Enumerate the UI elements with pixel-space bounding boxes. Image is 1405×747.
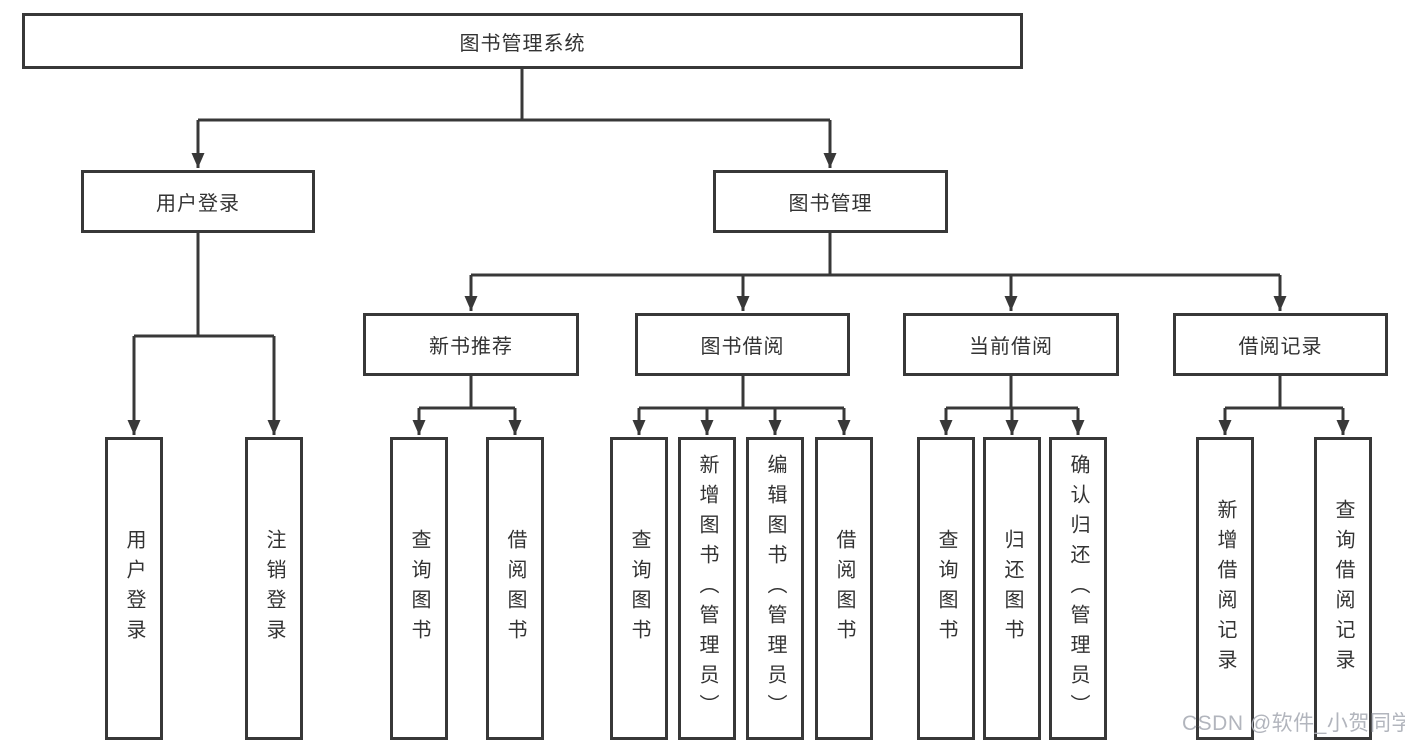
leaf-edit-books-admin: 编辑图书（管理员） [746, 437, 804, 740]
leaf-query-books-1-label: 查询图书 [408, 528, 430, 649]
leaf-return-books: 归还图书 [983, 437, 1041, 740]
leaf-edit-books-admin-label: 编辑图书（管理员） [764, 453, 786, 724]
leaf-add-borrow-record: 新增借阅记录 [1196, 437, 1254, 740]
leaf-user-login-label: 用户登录 [123, 528, 145, 649]
node-book-borrow: 图书借阅 [635, 313, 850, 376]
leaf-query-books-1: 查询图书 [390, 437, 448, 740]
leaf-add-borrow-record-label: 新增借阅记录 [1214, 498, 1236, 679]
node-new-book-recommend: 新书推荐 [363, 313, 579, 376]
leaf-query-books-2-label: 查询图书 [628, 528, 650, 649]
node-current-borrow: 当前借阅 [903, 313, 1119, 376]
node-user-login: 用户登录 [81, 170, 315, 233]
leaf-logout: 注销登录 [245, 437, 303, 740]
node-root-label: 图书管理系统 [459, 32, 586, 55]
leaf-confirm-return-admin: 确认归还（管理员） [1049, 437, 1107, 740]
leaf-query-books-2: 查询图书 [610, 437, 668, 740]
leaf-confirm-return-admin-label: 确认归还（管理员） [1067, 453, 1089, 724]
leaf-add-books-admin: 新增图书（管理员） [678, 437, 736, 740]
leaf-logout-label: 注销登录 [263, 528, 285, 649]
leaf-borrow-books-2-label: 借阅图书 [833, 528, 855, 649]
watermark: CSDN @软件_小贺同学 [1182, 712, 1405, 735]
node-book-borrow-label: 图书借阅 [700, 336, 785, 358]
leaf-query-books-3: 查询图书 [917, 437, 975, 740]
node-current-borrow-label: 当前借阅 [969, 336, 1053, 358]
node-book-management-label: 图书管理 [788, 193, 873, 215]
leaf-query-books-3-label: 查询图书 [935, 528, 957, 649]
leaf-borrow-books-1-label: 借阅图书 [504, 528, 526, 649]
node-book-management: 图书管理 [713, 170, 948, 233]
node-new-book-recommend-label: 新书推荐 [429, 336, 513, 358]
node-user-login-label: 用户登录 [156, 193, 240, 215]
node-borrow-records: 借阅记录 [1173, 313, 1388, 376]
leaf-return-books-label: 归还图书 [1001, 528, 1023, 649]
leaf-borrow-books-2: 借阅图书 [815, 437, 873, 740]
leaf-add-books-admin-label: 新增图书（管理员） [696, 453, 718, 724]
leaf-borrow-books-1: 借阅图书 [486, 437, 544, 740]
leaf-query-borrow-record: 查询借阅记录 [1314, 437, 1372, 740]
leaf-user-login: 用户登录 [105, 437, 163, 740]
node-borrow-records-label: 借阅记录 [1238, 336, 1323, 358]
node-root: 图书管理系统 [22, 13, 1023, 69]
leaf-query-borrow-record-label: 查询借阅记录 [1332, 498, 1354, 679]
